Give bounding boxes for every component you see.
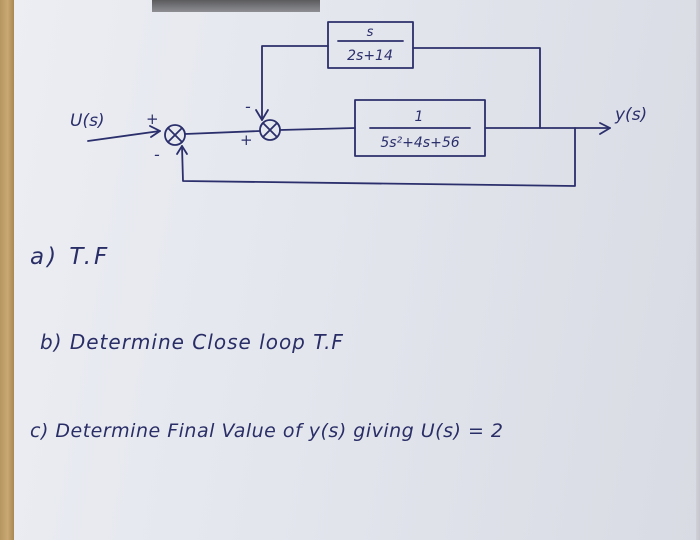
summer2-plus-sign: + [240,131,253,149]
feedback-numerator: s [367,25,374,40]
forward-denominator: 5s²+4s+56 [380,135,459,151]
outer-feedback-arrowhead [176,145,188,155]
board-wood-frame [0,0,14,540]
question-b: b) Determine Close loop T.F [40,330,344,354]
inner-feedback-left-line [261,45,329,121]
question-c: c) Determine Final Value of y(s) giving … [30,420,504,442]
summer1-minus-sign: - [154,145,160,164]
input-signal-line [87,130,161,142]
board-right-edge [696,0,700,540]
input-arrowhead [149,125,161,138]
summer1-plus-sign: + [146,110,159,128]
inner-feedback-right-line [412,47,541,129]
summer1-to-summer2-line [184,130,261,135]
question-a: a) T.F [30,244,111,270]
summing-junction-1-cross [167,127,183,143]
summing-junction-1 [164,124,186,146]
output-arrowhead [599,122,611,135]
board-top-strip [152,0,320,12]
summing-junction-2-cross [262,122,278,138]
outer-feedback-line [181,127,576,187]
feedback-denominator: 2s+14 [347,48,393,64]
summer2-minus-sign: - [245,97,251,116]
inner-feedback-arrowhead [255,109,269,121]
forward-numerator: 1 [415,109,424,125]
output-label: y(s) [614,105,647,125]
feedback-block [327,21,414,69]
input-label: U(s) [70,111,105,131]
summer2-to-plant-line [279,127,356,131]
